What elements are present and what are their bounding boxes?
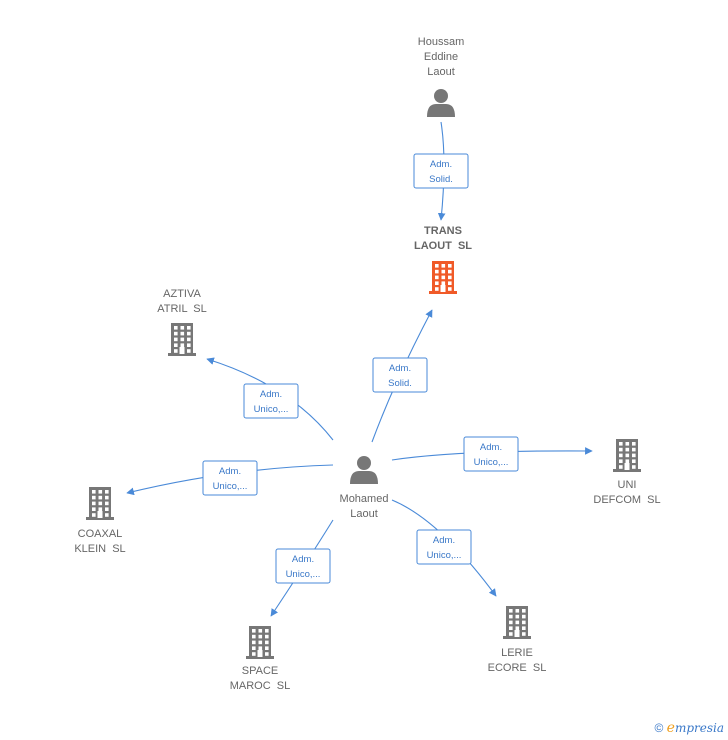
edge-label-text: Adm.: [292, 554, 314, 565]
nodes-layer: HoussamEddineLaoutMohamedLaoutTRANSLAOUT…: [74, 36, 660, 692]
edge-label-box[interactable]: [275, 548, 331, 584]
edge-label-text: Solid.: [388, 378, 412, 389]
edges-layer: Adm. Solid. Adm. Solid. Adm. Unico,... Adm. Uni…: [126, 121, 593, 617]
node-label: Eddine: [424, 51, 458, 63]
node-label: COAXAL: [78, 528, 123, 540]
building-icon: [86, 487, 114, 520]
edge-mohamed-aztiva: Adm. Unico,...: [206, 357, 334, 441]
node-aztiva[interactable]: AZTIVA ATRIL SL: [157, 288, 207, 356]
node-label: ATRIL SL: [157, 303, 207, 315]
edge-mohamed-coaxal: Adm. Unico,...: [126, 460, 334, 496]
node-label: SPACE: [242, 665, 278, 677]
edge-label-text: Adm.: [480, 442, 502, 453]
node-label: MAROC SL: [230, 680, 291, 692]
node-label: LAOUT SL: [414, 240, 472, 252]
edge-label-text: Unico,...: [254, 404, 289, 415]
edge-label-text: Unico,...: [474, 457, 509, 468]
copyright-icon: ©: [654, 721, 664, 735]
edge-label-box[interactable]: [372, 357, 428, 393]
node-lerie[interactable]: LERIE ECORE SL: [488, 606, 547, 674]
person-icon: [350, 456, 378, 484]
node-label: Laout: [350, 508, 378, 520]
brand-logo-text: mpresia: [674, 721, 724, 735]
node-label: TRANS: [424, 225, 462, 237]
edge-label-text: Unico,...: [286, 569, 321, 580]
node-label: Mohamed: [340, 493, 389, 505]
building-icon: [168, 323, 196, 356]
node-trans[interactable]: TRANS LAOUT SL: [414, 225, 472, 294]
edge-label-text: Solid.: [429, 174, 453, 185]
edge-mohamed-lerie: Adm. Unico,...: [391, 499, 497, 597]
edge-label-text: Unico,...: [427, 550, 462, 561]
edge-label-box[interactable]: [202, 460, 258, 496]
edge-label-box[interactable]: [416, 529, 472, 565]
person-icon: [427, 89, 455, 117]
edge-mohamed-trans: Adm. Solid.: [371, 309, 433, 443]
node-label: DEFCOM SL: [593, 494, 660, 506]
edge-label-box[interactable]: [413, 153, 469, 189]
node-label: AZTIVA: [163, 288, 201, 300]
node-label: KLEIN SL: [74, 543, 125, 555]
node-label: Laout: [427, 66, 455, 78]
node-label: UNI: [618, 479, 637, 491]
building-icon: [246, 626, 274, 659]
node-space[interactable]: SPACE MAROC SL: [230, 626, 291, 692]
node-label: LERIE: [501, 647, 533, 659]
brand-footer: © empresia: [654, 720, 724, 736]
edge-mohamed-uni: Adm. Unico,...: [391, 436, 593, 472]
edge-label-box[interactable]: [463, 436, 519, 472]
edge-label-text: Unico,...: [213, 481, 248, 492]
building-icon: [429, 261, 457, 294]
edge-label-text: Adm.: [430, 159, 452, 170]
edge-label-text: Adm.: [433, 535, 455, 546]
edge-label-text: Adm.: [260, 389, 282, 400]
edge-houssam-trans: Adm. Solid.: [413, 121, 469, 221]
node-coaxal[interactable]: COAXAL KLEIN SL: [74, 487, 126, 555]
edge-label-text: Adm.: [389, 363, 411, 374]
node-label: ECORE SL: [488, 662, 547, 674]
building-icon: [613, 439, 641, 472]
edge-label-box[interactable]: [243, 383, 299, 419]
building-icon: [503, 606, 531, 639]
edge-label-text: Adm.: [219, 466, 241, 477]
edge-mohamed-space: Adm. Unico,...: [270, 519, 334, 617]
node-label: Houssam: [418, 36, 464, 48]
brand-logo-initial: e: [666, 720, 675, 736]
node-uni[interactable]: UNI DEFCOM SL: [593, 439, 661, 506]
